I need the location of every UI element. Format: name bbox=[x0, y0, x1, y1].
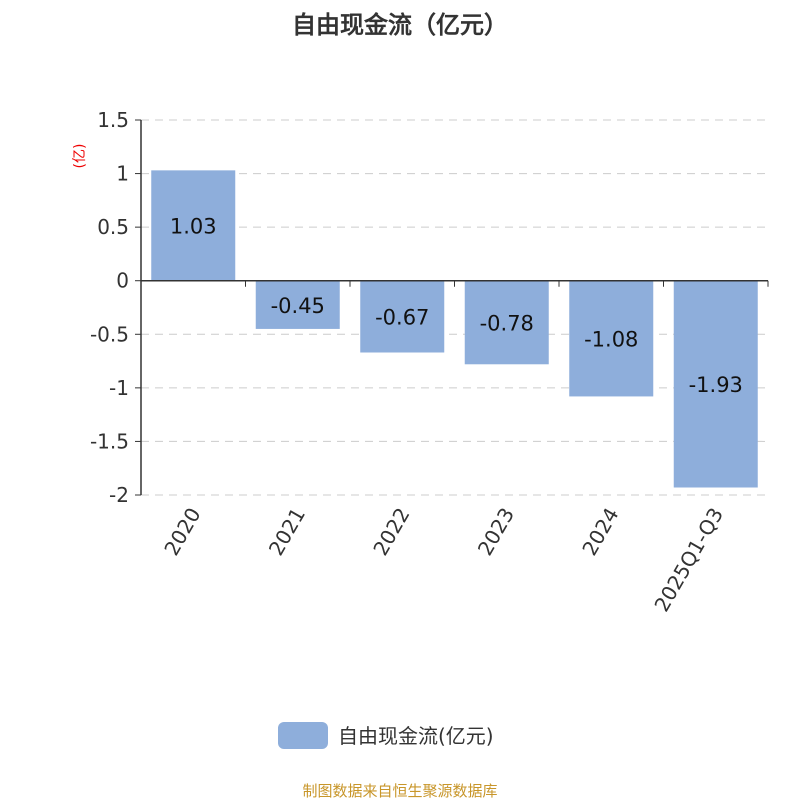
bar bbox=[151, 170, 236, 281]
y-tick-label: -0.5 bbox=[90, 322, 129, 346]
y-tick-label: -2 bbox=[109, 483, 129, 507]
y-tick-label: 1 bbox=[116, 162, 129, 186]
bar bbox=[360, 280, 445, 353]
legend-swatch[interactable] bbox=[278, 722, 328, 749]
y-tick-label: 1.5 bbox=[97, 108, 129, 132]
legend-label[interactable]: 自由现金流(亿元) bbox=[338, 724, 494, 748]
y-tick-label: 0.5 bbox=[97, 215, 129, 239]
bar-value-label: -1.08 bbox=[584, 328, 638, 352]
y-axis-label: (亿) bbox=[72, 144, 88, 169]
y-tick-label: -1.5 bbox=[90, 429, 129, 453]
chart-title: 自由现金流（亿元） bbox=[292, 11, 508, 39]
bar-value-label: -0.78 bbox=[480, 312, 534, 336]
bar-value-label: 1.03 bbox=[170, 215, 217, 239]
bar-value-label: -1.93 bbox=[689, 373, 743, 397]
bar bbox=[255, 280, 340, 329]
bar bbox=[569, 280, 654, 397]
footer-source: 制图数据来自恒生聚源数据库 bbox=[302, 782, 497, 800]
bar-value-label: -0.67 bbox=[375, 306, 429, 330]
x-tick-label: 2021 bbox=[264, 504, 310, 560]
x-tick-label: 2020 bbox=[159, 504, 205, 560]
x-tick-label: 2025Q1-Q3 bbox=[649, 504, 728, 616]
x-tick-label: 2022 bbox=[368, 504, 414, 560]
bar bbox=[673, 280, 758, 488]
y-tick-label: 0 bbox=[116, 269, 129, 293]
bar bbox=[464, 280, 549, 365]
x-tick-label: 2023 bbox=[473, 504, 519, 560]
y-tick-label: -1 bbox=[109, 376, 129, 400]
bar-value-label: -0.45 bbox=[271, 294, 325, 318]
x-tick-label: 2024 bbox=[577, 504, 623, 560]
